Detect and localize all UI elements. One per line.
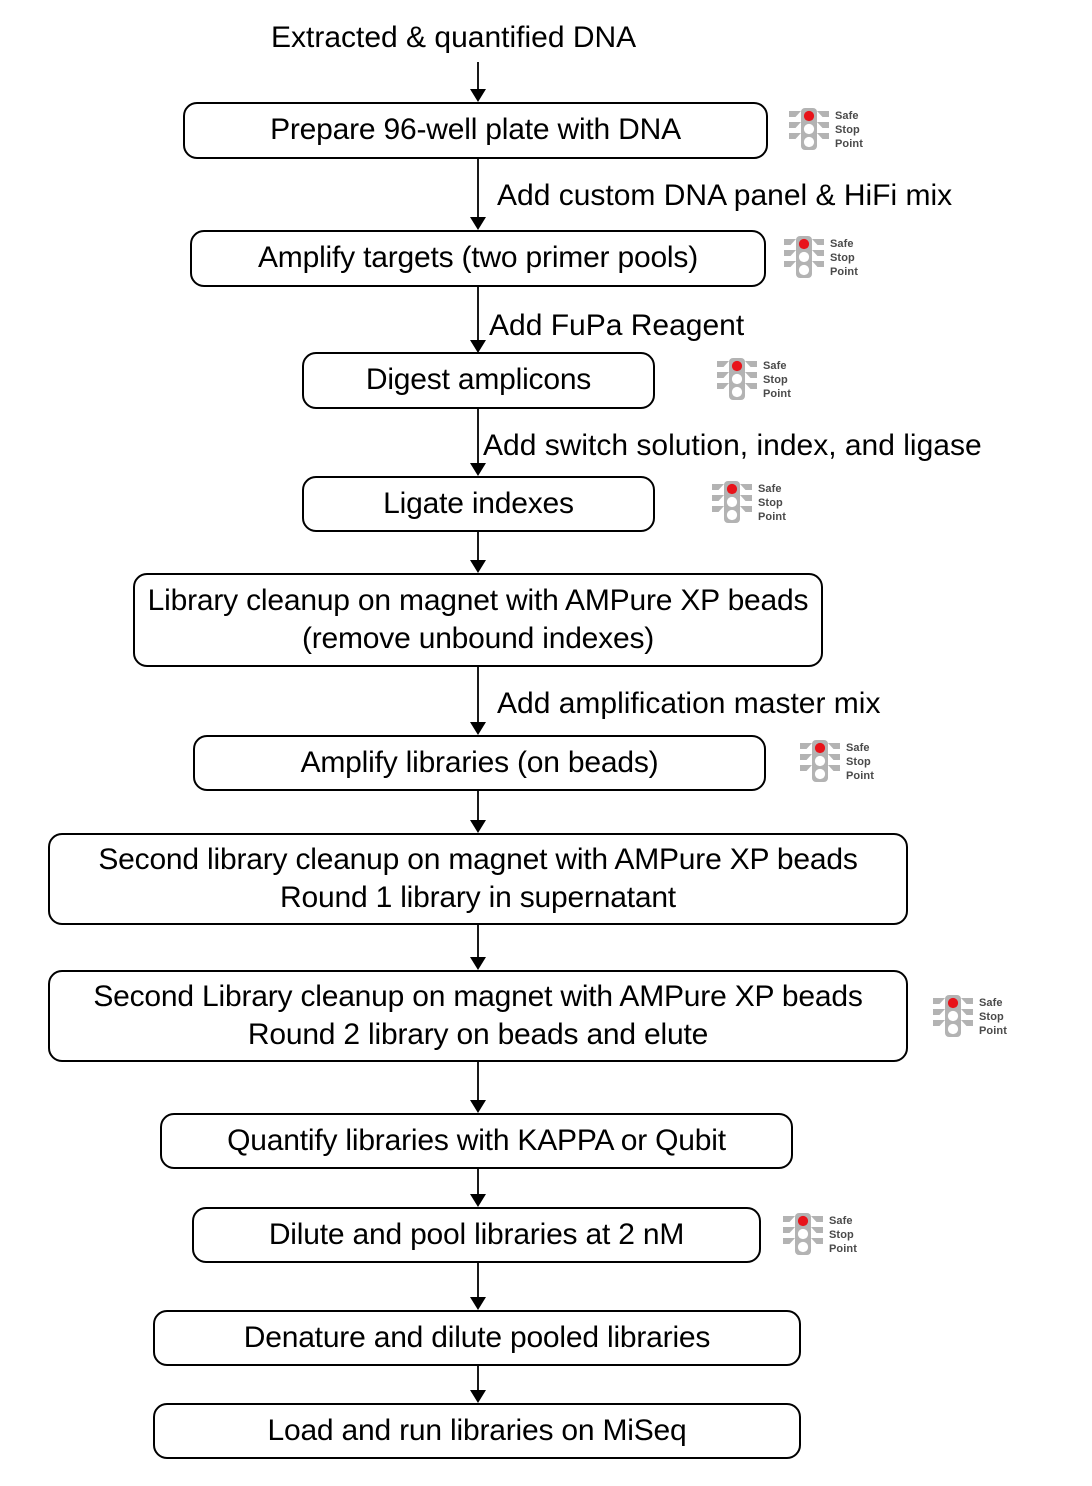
ss-line-3: Point (846, 770, 874, 783)
ss-line-2: Stop (829, 1228, 854, 1241)
ss-line-1: Safe (835, 109, 859, 122)
connector-n7-to-n8 (462, 925, 494, 970)
node-amplify-targets[interactable]: Amplify targets (two primer pools) (190, 230, 766, 287)
safe-stop-point-n3: Safe Stop Point (714, 356, 791, 404)
safe-stop-point-text: Safe Stop Point (830, 237, 858, 279)
safe-stop-point-text: Safe Stop Point (763, 359, 791, 401)
edge-label-add-custom-dna-panel: Add custom DNA panel & HiFi mix (497, 179, 953, 212)
connector-start-to-n1 (462, 62, 494, 102)
ss-line-2: Stop (830, 251, 855, 264)
node-label: Amplify targets (two primer pools) (258, 241, 698, 275)
traffic-light-icon (800, 740, 840, 782)
node-label: Load and run libraries on MiSeq (267, 1413, 687, 1447)
safe-stop-point-n8: Safe Stop Point (930, 993, 1007, 1041)
node-load-and-run-miseq[interactable]: Load and run libraries on MiSeq (153, 1403, 801, 1459)
safe-stop-point-n1: Safe Stop Point (786, 106, 863, 154)
ss-line-1: Safe (829, 1214, 853, 1227)
ss-line-1: Safe (830, 237, 854, 250)
connector-n10-to-n11 (462, 1263, 494, 1310)
node-label: Dilute and pool libraries at 2 nM (268, 1217, 685, 1251)
ss-line-2: Stop (758, 496, 783, 509)
traffic-light-icon (717, 358, 757, 400)
node-label: Prepare 96-well plate with DNA (270, 113, 681, 147)
node-quantify-libraries[interactable]: Quantify libraries with KAPPA or Qubit (160, 1113, 793, 1169)
safe-stop-point-text: Safe Stop Point (846, 741, 874, 783)
ss-line-1: Safe (846, 741, 870, 754)
connector-n4-to-n5 (462, 532, 494, 573)
node-label: Second library cleanup on magnet with AM… (98, 842, 858, 914)
traffic-light-icon (712, 481, 752, 523)
ss-line-1: Safe (758, 482, 782, 495)
traffic-light-icon (933, 995, 973, 1037)
node-label: Library cleanup on magnet with AMPure XP… (147, 583, 809, 655)
ss-line-3: Point (758, 511, 786, 524)
node-label: Amplify libraries (on beads) (300, 745, 659, 779)
ss-line-3: Point (829, 1243, 857, 1256)
ss-line-2: Stop (846, 755, 871, 768)
safe-stop-point-n6: Safe Stop Point (797, 738, 874, 786)
traffic-light-icon (789, 108, 829, 150)
safe-stop-point-n2: Safe Stop Point (781, 234, 858, 282)
node-label: Denature and dilute pooled libraries (243, 1320, 711, 1354)
connector-n2-to-n3 (462, 287, 494, 353)
connector-n8-to-n9 (462, 1062, 494, 1113)
node-second-library-cleanup-round2[interactable]: Second Library cleanup on magnet with AM… (48, 970, 908, 1062)
traffic-light-icon (783, 1213, 823, 1255)
ss-line-2: Stop (763, 373, 788, 386)
safe-stop-point-text: Safe Stop Point (758, 482, 786, 524)
connector-n11-to-n12 (462, 1366, 494, 1403)
ss-line-1: Safe (763, 359, 787, 372)
start-caption: Extracted & quantified DNA (271, 21, 637, 54)
ss-line-2: Stop (979, 1010, 1004, 1023)
connector-n1-to-n2 (462, 159, 494, 230)
node-prepare-96-well-plate[interactable]: Prepare 96-well plate with DNA (183, 102, 768, 159)
ss-line-2: Stop (835, 123, 860, 136)
node-amplify-libraries[interactable]: Amplify libraries (on beads) (193, 735, 766, 791)
safe-stop-point-text: Safe Stop Point (979, 996, 1007, 1038)
ss-line-3: Point (763, 388, 791, 401)
safe-stop-point-text: Safe Stop Point (829, 1214, 857, 1256)
node-label: Second Library cleanup on magnet with AM… (93, 979, 863, 1051)
traffic-light-icon (784, 236, 824, 278)
node-label: Digest amplicons (365, 363, 592, 397)
node-label: Ligate indexes (383, 486, 574, 520)
node-library-cleanup-ampure[interactable]: Library cleanup on magnet with AMPure XP… (133, 573, 823, 667)
connector-n9-to-n10 (462, 1169, 494, 1207)
connector-n5-to-n6 (462, 667, 494, 735)
node-digest-amplicons[interactable]: Digest amplicons (302, 352, 655, 409)
connector-n6-to-n7 (462, 791, 494, 833)
node-denature-and-dilute[interactable]: Denature and dilute pooled libraries (153, 1310, 801, 1366)
safe-stop-point-n4: Safe Stop Point (709, 479, 786, 527)
edge-label-add-amplification-master-mix: Add amplification master mix (497, 687, 881, 720)
ss-line-1: Safe (979, 996, 1003, 1009)
node-label: Quantify libraries with KAPPA or Qubit (227, 1123, 726, 1157)
node-second-library-cleanup-round1[interactable]: Second library cleanup on magnet with AM… (48, 833, 908, 925)
connector-n3-to-n4 (462, 409, 494, 476)
ss-line-3: Point (835, 138, 863, 151)
edge-label-add-fupa-reagent: Add FuPa Reagent (489, 309, 745, 342)
node-dilute-and-pool-libraries[interactable]: Dilute and pool libraries at 2 nM (192, 1207, 761, 1263)
safe-stop-point-n10: Safe Stop Point (780, 1211, 857, 1259)
ss-line-3: Point (830, 266, 858, 279)
node-ligate-indexes[interactable]: Ligate indexes (302, 476, 655, 532)
safe-stop-point-text: Safe Stop Point (835, 109, 863, 151)
edge-label-add-switch-solution: Add switch solution, index, and ligase (483, 429, 982, 462)
ss-line-3: Point (979, 1025, 1007, 1038)
